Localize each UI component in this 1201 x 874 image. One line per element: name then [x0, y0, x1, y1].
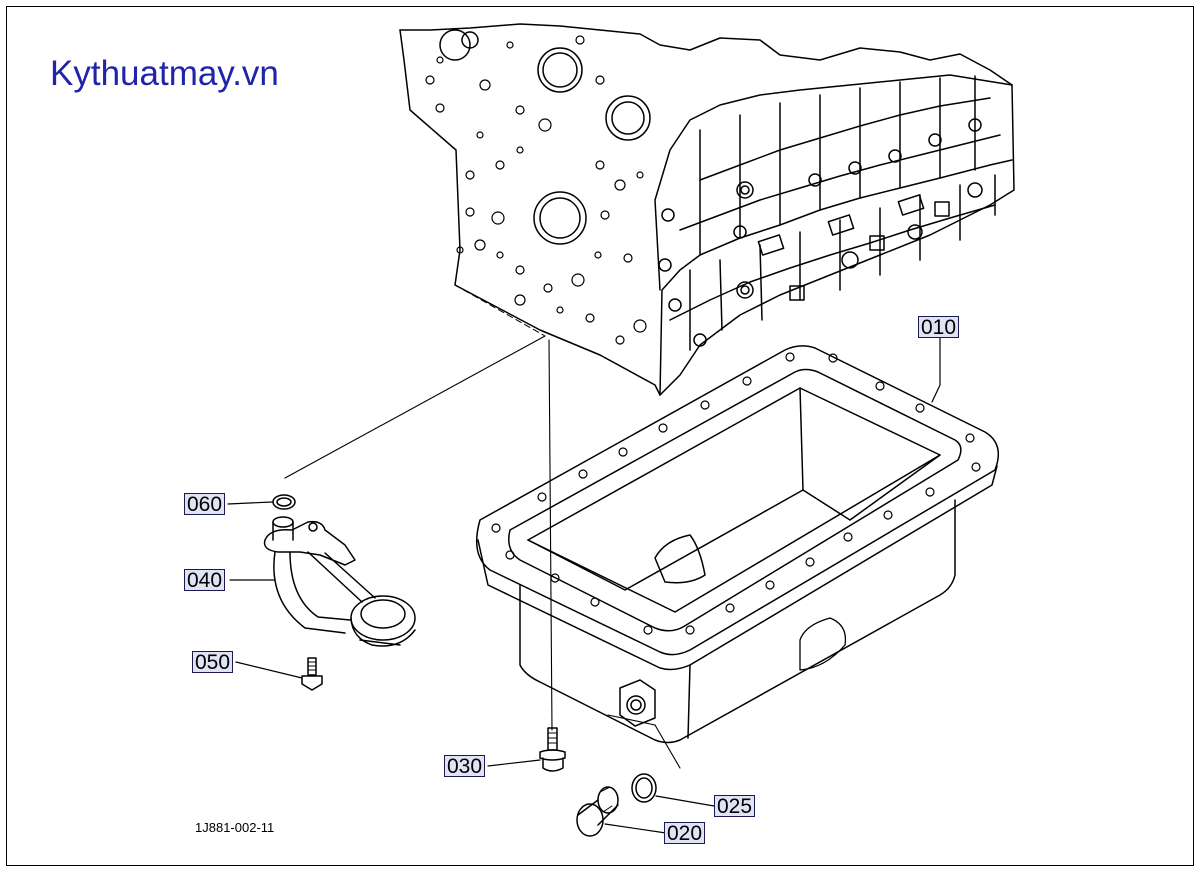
assembly-lines [284, 335, 681, 769]
drain-gasket [631, 773, 657, 803]
site-watermark: Kythuatmay.vn [50, 54, 279, 93]
oil-strainer [263, 516, 416, 647]
strainer-bolt [301, 657, 323, 691]
leader-lines [227, 337, 941, 834]
callout-025[interactable]: 025 [714, 795, 756, 818]
callout-030[interactable]: 030 [444, 755, 486, 778]
o-ring [272, 494, 296, 510]
oil-pan [475, 345, 1000, 744]
engine-block [399, 23, 1015, 396]
drawing-frame [6, 6, 1194, 866]
drawing-number: 1J881-002-11 [195, 820, 275, 835]
callout-020[interactable]: 020 [664, 822, 706, 845]
callout-010[interactable]: 010 [918, 316, 960, 339]
callout-050[interactable]: 050 [192, 651, 234, 674]
callout-040[interactable]: 040 [184, 569, 226, 592]
callout-060[interactable]: 060 [184, 493, 226, 516]
pan-bolt [539, 727, 566, 772]
drain-plug [576, 786, 619, 837]
